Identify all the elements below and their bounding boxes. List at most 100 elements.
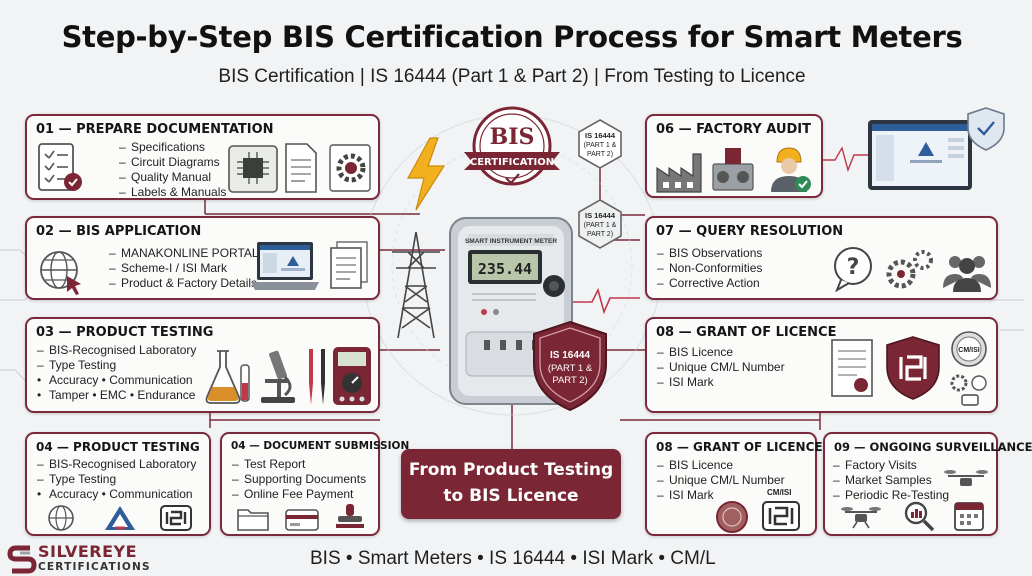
seal-bis-text: BIS [490, 124, 535, 150]
step-title: 08 — GRANT OF LICENCE [656, 325, 837, 340]
step-title: 09 — ONGOING SURVEILLANCE [834, 440, 1032, 454]
list-item: –BIS Licence [657, 458, 734, 472]
list-item: –MANAKONLINE PORTAL [109, 246, 259, 260]
list-item: –Corrective Action [657, 276, 760, 290]
step-04-product-testing: 04 — PRODUCT TESTING –BIS-Recognised Lab… [25, 432, 211, 536]
svg-text:IS 16444: IS 16444 [585, 131, 616, 140]
is-16444-hex-badge: IS 16444 (PART 1 & PART 2) [578, 119, 622, 169]
documents-stack-icon [330, 241, 368, 289]
step-01-prepare-documentation: 01 — PREPARE DOCUMENTATION –Specificatio… [25, 114, 380, 200]
step-title: 02 — BIS APPLICATION [36, 224, 202, 239]
certificate-icon [831, 339, 873, 397]
meter-reading: 235.44 [478, 260, 532, 278]
folder-icon [237, 509, 269, 531]
magnifier-icon [904, 501, 935, 532]
svg-text:(PART 1 &: (PART 1 & [584, 222, 617, 229]
list-item: –Circuit Diagrams [119, 155, 220, 169]
logo-mark-icon [7, 545, 37, 574]
step-title: 04 — DOCUMENT SUBMISSION [231, 440, 410, 452]
list-item: –Quality Manual [119, 170, 212, 184]
svg-text:PART 2): PART 2) [552, 375, 587, 386]
auditor-icon [771, 147, 811, 192]
list-item: –Scheme-I / ISI Mark [109, 261, 228, 275]
list-item: –Labels & Manuals [119, 185, 227, 199]
step-04-document-submission: 04 — DOCUMENT SUBMISSION –Test Report –S… [220, 432, 409, 536]
list-item: –Test Report [232, 457, 306, 471]
page-subtitle: BIS Certification | IS 16444 (Part 1 & P… [218, 66, 806, 87]
step-08-grant-of-licence-summary: 08 — GRANT OF LICENCE –BIS Licence –Uniq… [645, 432, 823, 536]
is-16444-shield-badge: IS 16444 (PART 1 & PART 2) [533, 320, 607, 412]
step-title: 03 — PRODUCT TESTING [36, 325, 214, 340]
bis-portal-monitor-illustration [868, 107, 1005, 190]
list-item: –Supporting Documents [232, 472, 367, 486]
center-caption: From Product Testing to BIS Licence [401, 449, 621, 519]
svg-text:CM/ISI: CM/ISI [958, 347, 979, 354]
seal-ribbon-text: CERTIFICATION [470, 157, 554, 168]
list-item: –Type Testing [37, 472, 117, 486]
list-item: –Market Samples [833, 473, 932, 487]
test-probes-icon [309, 349, 325, 405]
transmission-tower-icon [392, 231, 440, 339]
step-title: 07 — QUERY RESOLUTION [656, 224, 844, 239]
gear-icon [329, 144, 371, 192]
isi-mark-icon [160, 505, 192, 531]
list-item: •Tamper • EMC • Endurance [37, 388, 196, 402]
list-item: –ISI Mark [657, 375, 714, 389]
laptop-portal-icon [251, 242, 319, 290]
multimeter-icon [333, 347, 371, 405]
globe-icon [40, 251, 81, 295]
isi-mark-icon [762, 501, 800, 531]
list-item: –BIS Observations [657, 246, 763, 260]
list-item: –BIS-Recognised Laboratory [37, 343, 197, 357]
drone-icon [841, 507, 881, 529]
question-bubble-icon: ? [834, 247, 872, 293]
svg-text:(PART 1 &: (PART 1 & [584, 142, 617, 149]
globe-icon [48, 505, 74, 531]
svg-text:?: ? [847, 255, 860, 280]
step-title: 06 — FACTORY AUDIT [656, 122, 812, 137]
step-title: 08 — GRANT OF LICENCE [656, 440, 823, 454]
microscope-icon [261, 350, 295, 403]
svg-text:PART 2): PART 2) [587, 151, 613, 158]
step-02-bis-application: 02 — BIS APPLICATION –MANAKONLINE PORTAL… [25, 216, 380, 300]
cm-isi-label: CM/ISI [767, 488, 792, 497]
list-item: –BIS-Recognised Laboratory [37, 457, 197, 471]
svg-text:IS 16444: IS 16444 [585, 211, 616, 220]
seal-icon [716, 501, 748, 533]
cm-isi-badge-icon: CM/ISI [950, 331, 987, 406]
bis-logo-icon [105, 506, 135, 530]
factory-icon [656, 153, 702, 193]
document-icon [285, 143, 317, 193]
svg-text:PART 2): PART 2) [587, 231, 613, 238]
list-item: •Accuracy • Communication [37, 487, 193, 501]
list-item: –Unique CM/L Number [657, 473, 785, 487]
lightning-bolt-icon [406, 137, 446, 211]
step-03-product-testing: 03 — PRODUCT TESTING –BIS-Recognised Lab… [25, 317, 380, 413]
list-item: –Factory Visits [833, 458, 917, 472]
svg-text:(PART 1 &: (PART 1 & [548, 363, 593, 374]
list-item: •Accuracy • Communication [37, 373, 193, 387]
list-item: –BIS Licence [657, 345, 734, 359]
gears-icon [886, 250, 933, 289]
checklist-icon [38, 143, 82, 191]
lab-flask-icon [205, 350, 250, 404]
list-item: –Specifications [119, 140, 206, 154]
stamp-icon [336, 504, 364, 528]
calendar-icon [954, 502, 984, 531]
svg-text:IS 16444: IS 16444 [550, 350, 590, 361]
page-title: Step-by-Step BIS Certification Process f… [61, 20, 963, 54]
step-08-grant-of-licence: 08 — GRANT OF LICENCE –BIS Licence –Uniq… [645, 317, 998, 413]
step-06-factory-audit: 06 — FACTORY AUDIT [645, 114, 823, 198]
list-item: –ISI Mark [657, 488, 714, 502]
list-item: –Periodic Re-Testing [833, 488, 950, 502]
team-icon [943, 256, 991, 292]
list-item: –Unique CM/L Number [657, 360, 785, 374]
list-item: –Non-Conformities [657, 261, 763, 275]
credit-card-icon [285, 509, 319, 531]
list-item: –Product & Factory Details [109, 276, 258, 290]
step-07-query-resolution: 07 — QUERY RESOLUTION –BIS Observations … [645, 216, 998, 300]
is-16444-hex-badge: IS 16444 (PART 1 & PART 2) [578, 199, 622, 249]
surveillance-drone-icon [944, 470, 988, 486]
step-title: 04 — PRODUCT TESTING [36, 440, 200, 454]
meter-brand: SMART INSTRUMENT METER [465, 238, 557, 245]
